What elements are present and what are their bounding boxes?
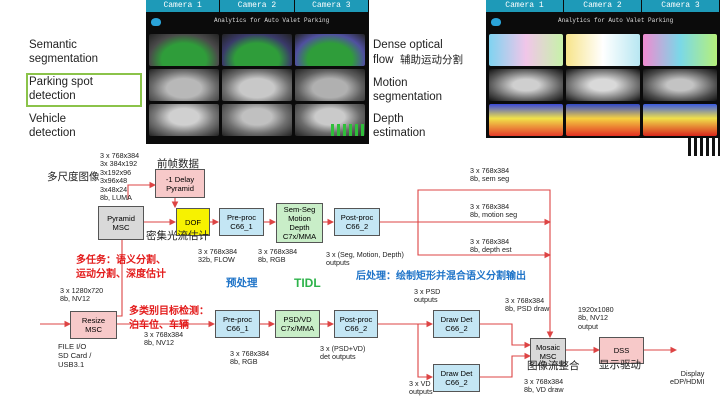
preproc-1-label: Pre-proc C66_1 xyxy=(226,213,257,231)
label-flow: flow xyxy=(373,54,394,66)
ann-rgb-1: 3 x 768x384 8b, RGB xyxy=(258,247,298,265)
right-tile-depth-1 xyxy=(489,104,563,136)
dof-box[interactable]: DOF xyxy=(176,208,210,236)
label-dof-chinese: 密集光流估计 xyxy=(146,230,209,242)
right-tile-flow-2 xyxy=(566,34,640,66)
left-panel-title: Analytics for Auto Valet Parking xyxy=(214,17,330,24)
ann-psdvd-out: 3 x (PSD+VD) det outputs xyxy=(320,344,366,362)
label-multitask: 多任务：语义分割、 运动分割、深度估计 xyxy=(76,255,166,280)
left-tile-parking-3 xyxy=(295,69,365,101)
postproc-1-box[interactable]: Post-proc C66_2 xyxy=(334,208,380,236)
right-tile-motion-2 xyxy=(566,69,640,101)
psdvd-label: PSD/VD C7x/MMA xyxy=(280,315,315,333)
ti-logo-icon xyxy=(491,18,501,26)
pyramid-msc-box[interactable]: Pyramid MSC xyxy=(98,206,144,240)
label-tidl: TIDL xyxy=(294,276,321,290)
pyramid-msc-label: Pyramid MSC xyxy=(107,214,135,232)
pyramid-sizes-annotation: 3 x 768x384 3x 384x192 3x192x96 3x96x48 … xyxy=(100,151,140,203)
left-green-bars xyxy=(331,124,365,136)
ann-display: Display eDP/HDMI xyxy=(670,369,705,387)
parking-highlight-frame xyxy=(26,73,142,107)
left-tab-camera-1[interactable]: Camera 1 xyxy=(146,0,221,12)
ann-semseg-out: 3 x 768x384 8b, sem seg xyxy=(470,166,510,184)
ti-logo-icon xyxy=(151,18,161,26)
postproc-2-label: Post-proc C66_2 xyxy=(339,315,373,333)
right-camera-tabs: Camera 1 Camera 2 Camera 3 xyxy=(486,0,720,12)
semseg-box[interactable]: Sem-Seg Motion Depth C7x/MMA xyxy=(276,203,323,243)
label-dense-optical: Dense optical xyxy=(373,39,443,51)
right-tile-depth-3 xyxy=(643,104,717,136)
left-tile-parking-2 xyxy=(222,69,292,101)
left-tile-semseg-1 xyxy=(149,34,219,66)
psdvd-box[interactable]: PSD/VD C7x/MMA xyxy=(275,310,320,338)
ann-flow: 3 x 768x384 32b, FLOW xyxy=(198,247,238,265)
ann-rgb-2: 3 x 768x384 8b, RGB xyxy=(230,349,270,367)
ann-file-io: FILE I/O SD Card / USB3.1 xyxy=(58,342,92,369)
delay-pyramid-box[interactable]: -1 Delay Pyramid xyxy=(155,169,205,198)
label-mosaic-chinese: 图像流整合 xyxy=(527,360,580,372)
left-tile-vehicle-1 xyxy=(149,104,219,136)
semseg-label: Sem-Seg Motion Depth C7x/MMA xyxy=(282,205,317,241)
label-prev-frame-chinese: 前帧数据 xyxy=(157,158,199,170)
ann-input: 3 x 1280x720 8b, NV12 xyxy=(60,286,104,304)
right-tile-flow-3 xyxy=(643,34,717,66)
ann-nv12: 3 x 768x384 8b, NV12 xyxy=(144,330,184,348)
dss-box[interactable]: DSS xyxy=(599,337,644,364)
left-tab-camera-2[interactable]: Camera 2 xyxy=(220,0,295,12)
right-black-bars xyxy=(688,138,720,156)
left-tile-semseg-3 xyxy=(295,34,365,66)
left-tile-parking-1 xyxy=(149,69,219,101)
right-tile-flow-1 xyxy=(489,34,563,66)
label-multiclass: 多类别目标检测： 泊车位、车辆 xyxy=(129,306,209,331)
dof-label: DOF xyxy=(184,217,202,227)
ann-depth-out: 3 x 768x384 8b, depth est xyxy=(470,237,512,255)
ann-psd-draw: 3 x 768x384 8b, PSD draw xyxy=(505,296,550,314)
ann-psd-out: 3 x PSD outputs xyxy=(414,287,441,305)
label-motion-segmentation: Motion segmentation xyxy=(373,77,443,103)
label-multiscale-chinese: 多尺度图像 xyxy=(47,171,100,183)
label-semantic-segmentation: Semantic segmentation xyxy=(29,39,99,65)
preproc-2-box[interactable]: Pre-proc C66_1 xyxy=(215,310,260,338)
drawdet-2-label: Draw Det C66_2 xyxy=(440,369,473,387)
right-tile-motion-1 xyxy=(489,69,563,101)
ann-vd-out: 3 x VD outputs xyxy=(409,379,433,397)
label-depth-estimation: Depth estimation xyxy=(373,113,426,139)
left-tab-camera-3[interactable]: Camera 3 xyxy=(294,0,369,12)
ann-1920: 1920x1080 8b, NV12 output xyxy=(578,305,614,331)
label-flow-chinese: 辅助运动分割 xyxy=(400,54,463,66)
label-dss-chinese: 显示驱动 xyxy=(599,359,641,371)
right-tile-depth-2 xyxy=(566,104,640,136)
label-parking-spot-detection: Parking spot detection xyxy=(29,76,93,102)
right-panel-title: Analytics for Auto Valet Parking xyxy=(558,17,674,24)
resize-msc-box[interactable]: Resize MSC xyxy=(70,311,117,339)
drawdet-1-box[interactable]: Draw Det C66_2 xyxy=(433,310,480,338)
dss-label: DSS xyxy=(613,346,630,355)
right-tile-motion-3 xyxy=(643,69,717,101)
postproc-1-label: Post-proc C66_2 xyxy=(340,213,374,231)
drawdet-2-box[interactable]: Draw Det C66_2 xyxy=(433,364,480,392)
ann-motion-out: 3 x 768x384 8b, motion seg xyxy=(470,202,518,220)
preproc-1-box[interactable]: Pre-proc C66_1 xyxy=(219,208,264,236)
right-tab-camera-1[interactable]: Camera 1 xyxy=(486,0,564,12)
preproc-2-label: Pre-proc C66_1 xyxy=(222,315,253,333)
mosaic-msc-label: Mosaic MSC xyxy=(535,343,561,361)
right-demo-panel: Camera 1 Camera 2 Camera 3 Analytics for… xyxy=(486,0,720,138)
ann-seg-outputs: 3 x (Seg, Motion, Depth) outputs xyxy=(326,250,404,268)
label-postprocess: 后处理：绘制矩形并混合语义分割输出 xyxy=(356,271,526,282)
ann-vd-draw: 3 x 768x384 8b, VD draw xyxy=(524,377,564,395)
delay-pyramid-label: -1 Delay Pyramid xyxy=(165,174,195,193)
postproc-2-box[interactable]: Post-proc C66_2 xyxy=(334,310,378,338)
left-tile-vehicle-2 xyxy=(222,104,292,136)
left-camera-tabs: Camera 1 Camera 2 Camera 3 xyxy=(146,0,369,12)
label-vehicle-detection: Vehicle detection xyxy=(29,113,76,139)
left-tile-semseg-2 xyxy=(222,34,292,66)
resize-msc-label: Resize MSC xyxy=(81,316,106,334)
drawdet-1-label: Draw Det C66_2 xyxy=(440,315,473,333)
left-demo-panel: Camera 1 Camera 2 Camera 3 Analytics for… xyxy=(146,0,369,144)
label-preprocess: 预处理 xyxy=(226,277,258,289)
right-tab-camera-2[interactable]: Camera 2 xyxy=(564,0,642,12)
mosaic-msc-box[interactable]: Mosaic MSC xyxy=(530,338,566,366)
